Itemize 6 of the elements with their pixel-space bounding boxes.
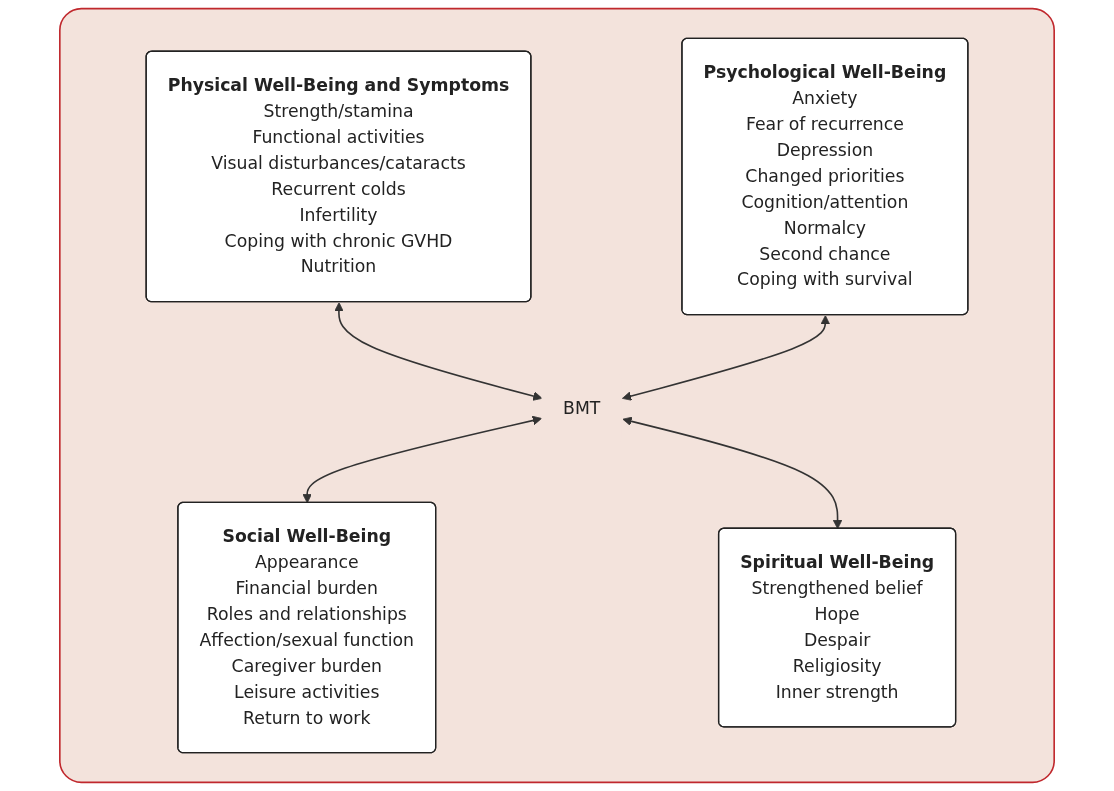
arrow bbox=[622, 315, 830, 401]
arrow bbox=[334, 302, 543, 401]
node-text: BMT bbox=[563, 397, 601, 419]
cluster bbox=[59, 7, 1055, 784]
arrow bbox=[622, 416, 843, 530]
arrow bbox=[302, 415, 542, 504]
